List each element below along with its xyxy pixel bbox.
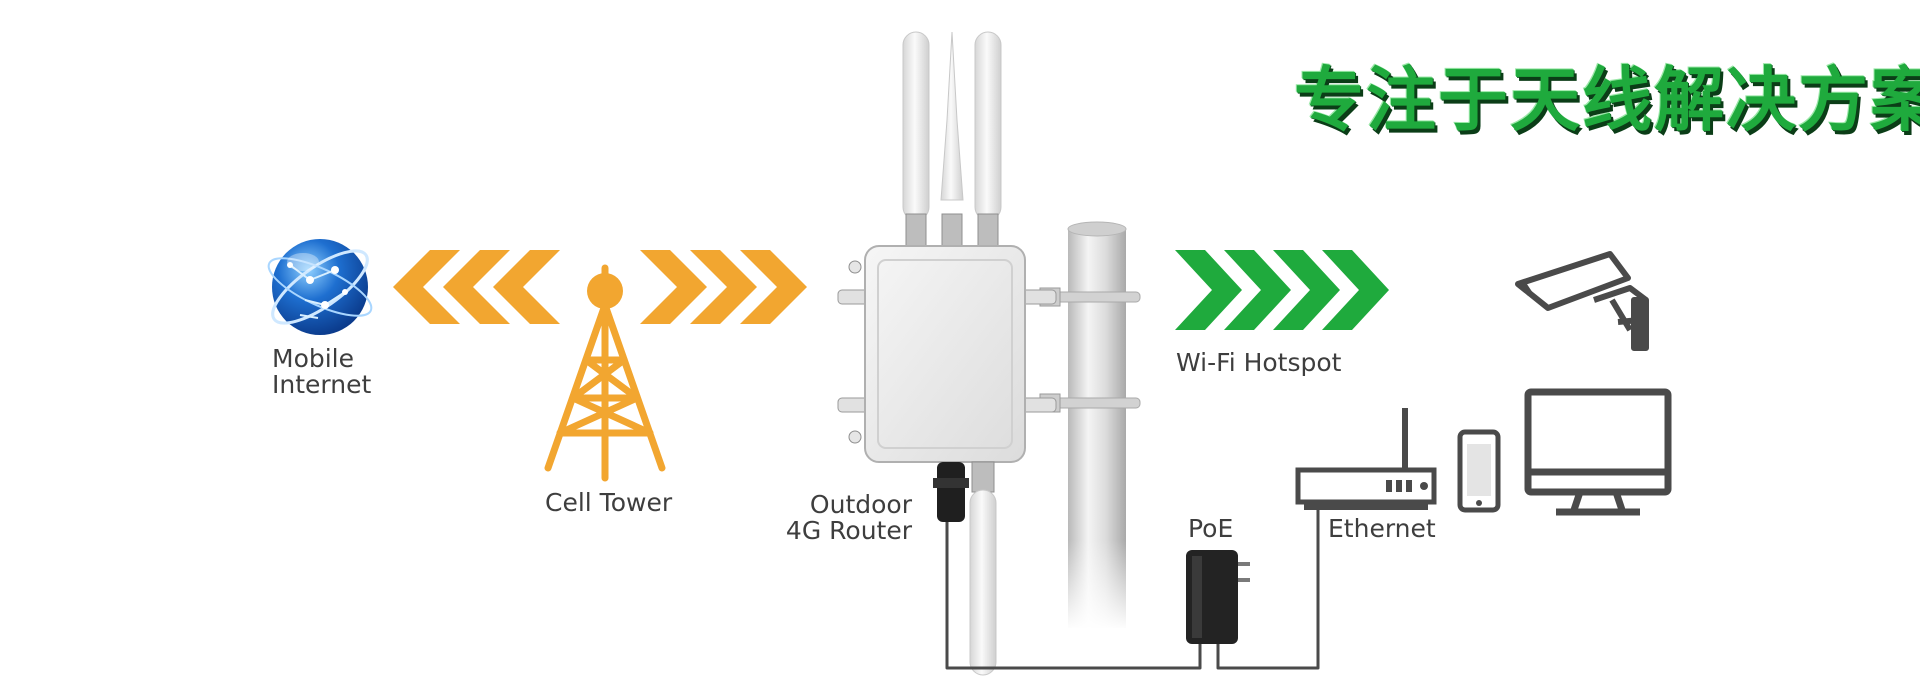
label-wifi-hotspot: Wi-Fi Hotspot bbox=[1176, 348, 1342, 377]
ethernet-router-icon bbox=[1295, 408, 1437, 510]
pole bbox=[1039, 221, 1141, 630]
cell-tower-icon bbox=[544, 264, 666, 482]
monitor-icon bbox=[1524, 388, 1672, 516]
slogan-heading: 专注于天线解决方案 bbox=[1294, 59, 1920, 141]
arrows-to-router bbox=[640, 250, 807, 324]
security-camera-icon bbox=[1515, 251, 1649, 351]
cables bbox=[945, 510, 1320, 670]
label-mobile-internet: Mobile Internet bbox=[272, 344, 372, 399]
globe-icon bbox=[267, 239, 373, 335]
label-ethernet: Ethernet bbox=[1328, 514, 1436, 543]
label-poe: PoE bbox=[1188, 514, 1234, 543]
arrows-to-internet bbox=[393, 250, 560, 324]
poe-adapter-icon bbox=[1186, 550, 1250, 644]
router-device bbox=[837, 31, 1057, 676]
smartphone-icon bbox=[1457, 429, 1501, 513]
label-cell-tower: Cell Tower bbox=[545, 488, 673, 517]
label-outdoor-router: Outdoor 4G Router bbox=[785, 490, 912, 545]
wifi-arrows bbox=[1175, 250, 1389, 330]
